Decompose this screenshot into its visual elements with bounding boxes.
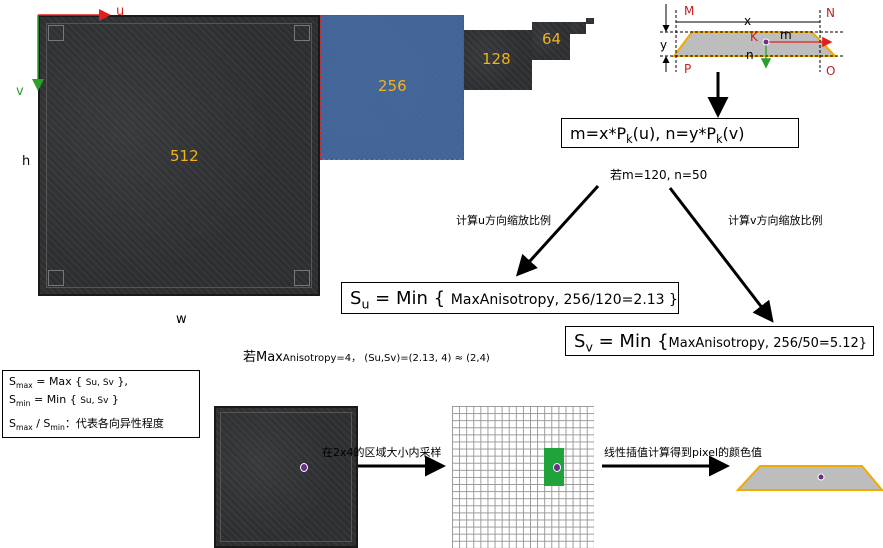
sv-rest: = Min { — [592, 331, 669, 352]
legend-text: }, — [113, 375, 128, 388]
legend-smax: Smax = Max { Su, Sv }, — [9, 375, 193, 393]
legend-args: Su, Sv — [80, 396, 109, 407]
sample-texture — [214, 406, 358, 548]
mn-formula-box: m=x*Pk(u), n=y*Pk(v) — [561, 118, 799, 148]
corner-bolt — [294, 25, 310, 41]
legend-box: Smax = Max { Su, Sv }, Smin = Min { Su, … — [2, 370, 200, 438]
sv-formula-box: Sv = Min {MaxAnisotropy, 256/50=5.12} — [565, 326, 874, 356]
mn-formula-sub: k — [626, 133, 633, 147]
mip-label-128: 128 — [482, 50, 511, 68]
v-scale-caption: 计算v方向缩放比例 — [728, 214, 823, 227]
v-axis-label: v — [16, 84, 24, 99]
dist-m: m — [780, 28, 792, 42]
max-aniso-pre: 若Max — [243, 350, 283, 365]
mn-formula-sub: k — [716, 133, 723, 147]
corner-bolt — [294, 270, 310, 286]
max-aniso-line: 若MaxAnisotropy=4， (Su,Sv)=(2.13, 4) ≈ (2… — [243, 346, 490, 365]
max-aniso-rest: Anisotropy=4， (Su,Sv)=(2.13, 4) ≈ (2,4) — [282, 353, 490, 364]
legend-text: = Min { — [30, 393, 81, 407]
mip-label-64: 64 — [542, 30, 562, 48]
corner-n: N — [826, 6, 835, 20]
dist-n: n — [746, 48, 754, 62]
mn-formula-v: (v) — [722, 124, 745, 143]
interp-caption: 线性插值计算得到pixel的颜色值 — [604, 446, 763, 459]
grid-sample-point — [553, 463, 561, 472]
result-trapezoid — [735, 465, 883, 491]
mip-label-256: 256 — [378, 77, 407, 95]
sample-point — [300, 463, 308, 472]
sv-s: S — [574, 331, 586, 352]
arrow-to-sv — [668, 187, 774, 323]
condition-text: 若m=120, n=50 — [610, 168, 708, 182]
height-label: h — [22, 154, 31, 169]
corner-bolt — [48, 270, 64, 286]
corner-m: M — [684, 4, 695, 18]
width-label: w — [176, 312, 187, 327]
su-s: S — [350, 288, 362, 309]
sv-sub: v — [585, 339, 593, 355]
mip-level-256: 256 — [320, 15, 464, 160]
mip-label-512: 512 — [170, 147, 199, 165]
sample-caption: 在2x4的区域大小内采样 — [322, 446, 442, 459]
u-scale-caption: 计算u方向缩放比例 — [456, 214, 551, 227]
dim-y: y — [660, 38, 668, 52]
mip-inner-frame — [46, 23, 312, 288]
legend-text: } — [108, 393, 119, 407]
legend-sub: max — [15, 381, 33, 391]
mip-level-16 — [586, 18, 594, 24]
legend-args: Su, Sv — [85, 378, 114, 388]
mip-level-128: 128 — [464, 30, 532, 90]
legend-sub: min — [15, 399, 31, 409]
legend-smin: Smin = Min { Su, Sv } — [9, 393, 193, 411]
mn-formula-m: m=x*P — [570, 124, 627, 143]
su-sub: u — [361, 296, 370, 312]
su-formula-box: Su = Min { MaxAnisotropy, 256/120=2.13 } — [341, 282, 679, 314]
dim-x: x — [744, 14, 752, 28]
legend-sub: min — [50, 423, 65, 433]
mip-level-512: 512 — [38, 15, 320, 296]
legend-sub: max — [15, 423, 33, 433]
sv-body: MaxAnisotropy, 256/50=5.12} — [668, 336, 868, 351]
legend-text: ：代表各向异性程度 — [64, 417, 164, 431]
corner-o: O — [826, 64, 836, 78]
legend-text: / S — [32, 417, 51, 431]
su-rest: = Min { — [369, 288, 451, 309]
arrow-to-su — [515, 184, 600, 277]
u-axis-label: u — [116, 4, 125, 19]
legend-ratio: Smax / Smin：代表各向异性程度 — [9, 417, 193, 435]
corner-bolt — [48, 25, 64, 41]
legend-text: = Max { — [32, 375, 86, 388]
su-body: MaxAnisotropy, 256/120=2.13 } — [450, 292, 678, 308]
mn-formula-u: (u), n=y*P — [632, 124, 717, 143]
mip-level-64: 64 — [532, 22, 570, 60]
point-k: K — [750, 30, 758, 44]
corner-p: P — [684, 62, 692, 76]
sample-grid — [452, 406, 594, 548]
mip-highlight — [320, 15, 464, 160]
mip-level-32 — [570, 22, 586, 34]
legend-s: S — [9, 375, 16, 388]
legend-s: S — [9, 417, 16, 431]
legend-s: S — [9, 393, 16, 407]
texture-frame — [220, 412, 352, 542]
